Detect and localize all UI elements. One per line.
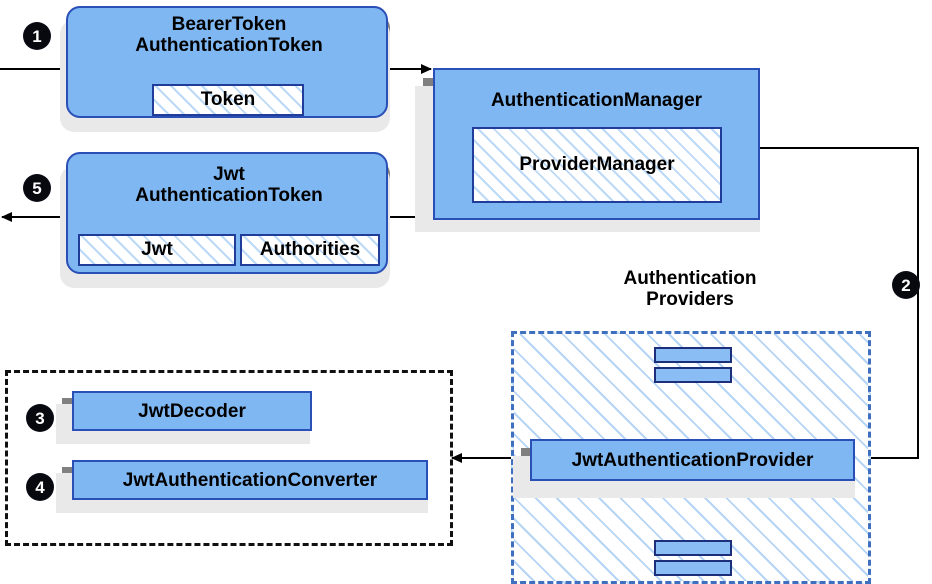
- step-badge-3: 3: [27, 405, 53, 431]
- jwt-authentication-converter-label: JwtAuthenticationConverter: [122, 470, 378, 491]
- provider-placeholder-bar-top-2: [654, 367, 732, 383]
- jwt-decoder-label: JwtDecoder: [138, 401, 246, 422]
- authentication-manager-title: AuthenticationManager: [490, 90, 703, 111]
- node-jwt-authentication-provider[interactable]: JwtAuthenticationProvider: [530, 439, 855, 481]
- jwt-token-slot-jwt: Jwt: [78, 234, 236, 266]
- bearer-token-slot-label: Token: [200, 89, 256, 110]
- bearer-token-slot-token: Token: [152, 84, 304, 116]
- provider-placeholder-bar-bottom-1: [654, 540, 732, 556]
- jwt-token-slot-jwt-label: Jwt: [141, 239, 173, 260]
- authentication-manager-slot-provider-manager: ProviderManager: [472, 127, 722, 203]
- node-authentication-manager[interactable]: AuthenticationManager ProviderManager: [433, 68, 760, 220]
- node-jwt-decoder[interactable]: JwtDecoder: [72, 391, 312, 431]
- step-badge-1: 1: [24, 23, 50, 49]
- jwt-token-slot-authorities-label: Authorities: [259, 239, 361, 260]
- node-jwt-authentication-token[interactable]: Jwt AuthenticationToken Jwt Authorities: [66, 152, 388, 274]
- provider-placeholder-bar-bottom-2: [654, 560, 732, 576]
- step-badge-5: 5: [24, 175, 50, 201]
- jwt-authentication-provider-label: JwtAuthenticationProvider: [571, 450, 814, 471]
- jwt-token-slot-authorities: Authorities: [240, 234, 380, 266]
- provider-placeholder-bar-top-1: [654, 347, 732, 363]
- provider-manager-label: ProviderManager: [519, 154, 675, 175]
- step-badge-4: 4: [27, 474, 53, 500]
- authentication-providers-group-label: Authentication Providers: [623, 268, 757, 311]
- step-badge-2: 2: [893, 272, 919, 298]
- jwt-support-region: [5, 370, 453, 546]
- node-jwt-authentication-converter[interactable]: JwtAuthenticationConverter: [72, 460, 428, 500]
- node-bearer-token-authentication-token[interactable]: BearerToken AuthenticationToken Token: [66, 6, 388, 118]
- jwt-token-title: Jwt AuthenticationToken: [135, 164, 323, 207]
- bearer-token-title: BearerToken AuthenticationToken: [135, 14, 323, 57]
